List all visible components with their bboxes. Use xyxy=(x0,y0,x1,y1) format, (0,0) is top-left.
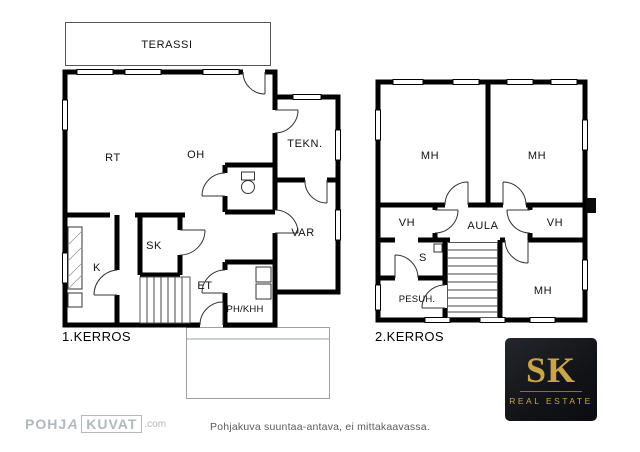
floor1-room-labels: RT OH TEKN. VAR SK K ET PH/KHH xyxy=(93,138,322,315)
room-label-sk: SK xyxy=(146,240,162,252)
floor2-doors xyxy=(394,181,531,309)
room-label-vh-left: VH xyxy=(399,217,415,229)
room-label-vh-right: VH xyxy=(547,217,563,229)
room-label-mh-top-right: MH xyxy=(528,150,546,162)
pohjakuvat-logo-suffix: .com xyxy=(144,418,167,430)
kitchen-counter xyxy=(67,226,83,308)
floor1-staircase xyxy=(139,276,191,324)
sk-logo-divider xyxy=(520,391,582,393)
sauna-stove xyxy=(433,243,443,253)
room-label-ph-khh: PH/KHH xyxy=(226,304,263,315)
sk-real-estate-logo: SK REAL ESTATE xyxy=(505,338,597,421)
room-label-tekn: TEKN. xyxy=(287,138,322,150)
toilet-fixture xyxy=(241,171,255,194)
floor2-room-labels: MH MH VH AULA VH S PESUH. MH xyxy=(399,150,563,305)
room-label-terassi: TERASSI xyxy=(141,39,192,51)
disclaimer-caption: Pohjakuva suuntaa-antava, ei mittakaavas… xyxy=(210,421,430,433)
pohjakuvat-logo-a: A xyxy=(66,416,81,432)
pohjakuvat-logo-part1: POHJ xyxy=(25,416,68,432)
room-label-mh-bottom: MH xyxy=(534,285,552,297)
pohjakuvat-logo-part2: KUVAT xyxy=(81,415,143,433)
room-label-var: VAR xyxy=(291,227,315,239)
room-label-aula: AULA xyxy=(467,220,498,232)
sk-logo-name: REAL ESTATE xyxy=(509,396,593,407)
chimney-block xyxy=(586,198,596,213)
laundry-fixtures xyxy=(255,266,272,300)
floor2-windows xyxy=(375,79,588,323)
room-label-et: ET xyxy=(197,280,212,292)
floor2-plan: MH MH VH AULA VH S PESUH. MH xyxy=(375,79,596,323)
floor2-title: 2.KERROS xyxy=(375,329,444,344)
room-label-mh-top-left: MH xyxy=(421,150,439,162)
room-label-pesuh: PESUH. xyxy=(399,294,436,305)
room-label-s: S xyxy=(419,252,427,264)
room-label-k: K xyxy=(93,262,101,274)
room-label-oh: OH xyxy=(187,149,205,161)
sk-logo-initials: SK xyxy=(525,349,577,390)
floor1-title: 1.KERROS xyxy=(62,329,131,344)
floor1-doors xyxy=(93,71,328,326)
floor2-staircase xyxy=(447,242,498,318)
floor2-walls xyxy=(375,79,588,323)
floor1-plan: TERASSI xyxy=(62,22,341,399)
floor1-walls xyxy=(62,69,341,328)
terrace-outline: TERASSI xyxy=(65,22,271,66)
patio-outline xyxy=(186,327,330,399)
room-label-rt: RT xyxy=(105,152,121,164)
floor1-windows xyxy=(62,69,341,284)
